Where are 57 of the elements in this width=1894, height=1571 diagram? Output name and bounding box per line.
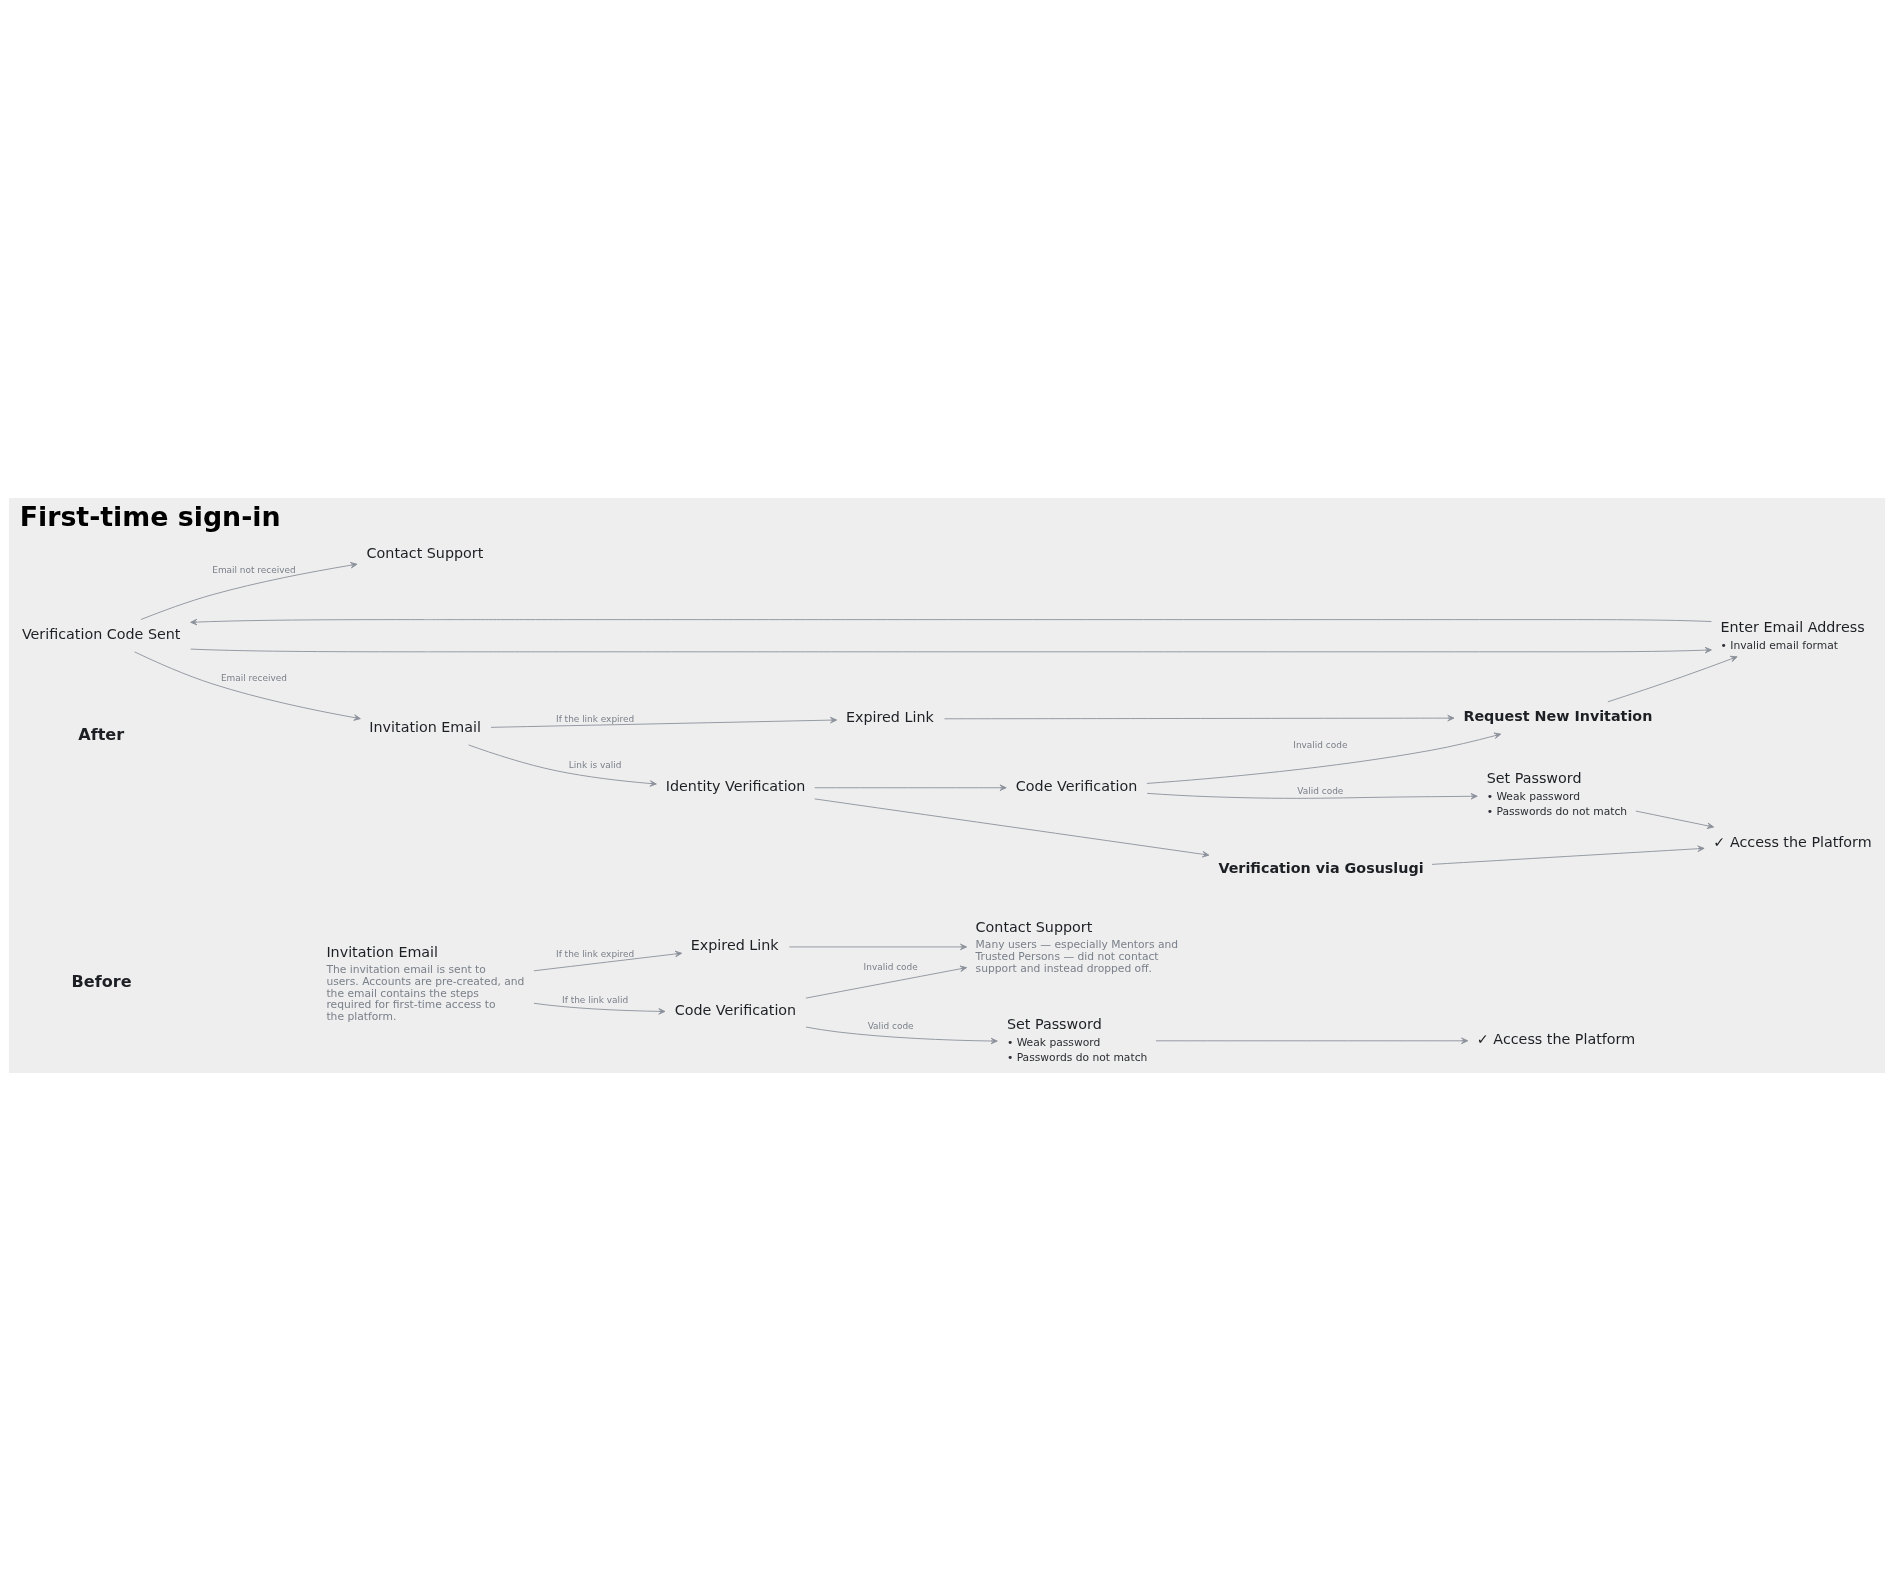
edge-label: Valid code <box>867 1021 914 1032</box>
arrow <box>140 562 358 620</box>
node-text: Verification Code Sent <box>21 626 181 643</box>
arrow <box>805 965 968 999</box>
arrow <box>1607 655 1738 703</box>
arrow <box>1635 810 1715 829</box>
edge-label: If the link valid <box>562 995 629 1006</box>
node-text: ✓ Access the Platform <box>1476 1031 1636 1048</box>
arrow <box>190 646 1712 654</box>
arrow <box>1431 845 1705 865</box>
node-label: • Passwords do not match <box>1006 1051 1148 1065</box>
diagram-title: First-time sign-in <box>19 500 281 532</box>
node-text: Code Verification <box>674 1001 797 1018</box>
node-text: Verification via Gosuslugi <box>1218 860 1424 877</box>
arrow <box>944 714 1455 722</box>
arrow <box>533 950 683 972</box>
node-label: The invitation email is sent to users. Accounts are pre-created, and the email contains the steps required for first-time access to the platform. <box>326 963 525 1023</box>
arrow <box>789 943 968 951</box>
node-label: • Passwords do not match <box>1486 805 1628 819</box>
node-text: Identity Verification <box>665 778 806 795</box>
edge-label: Invalid code <box>1293 739 1348 750</box>
label: After <box>78 724 125 744</box>
edge-label: Invalid code <box>863 962 918 973</box>
arrow <box>490 716 838 728</box>
node-text: Request New Invitation <box>1463 707 1653 724</box>
node-text: Set Password <box>1486 770 1582 787</box>
arrow <box>805 1026 998 1045</box>
node-text: ✓ Access the Platform <box>1713 833 1872 850</box>
node-label: • Invalid email format <box>1720 638 1839 652</box>
edge-label: Valid code <box>1297 786 1344 796</box>
arrow <box>814 784 1007 791</box>
label: Before <box>71 971 132 991</box>
arrow <box>1146 732 1502 784</box>
node-text: Enter Email Address <box>1720 618 1865 635</box>
arrow <box>1146 792 1478 800</box>
edge-label: Link is valid <box>568 760 622 771</box>
node-text: Invitation Email <box>326 943 439 960</box>
node-text: Expired Link <box>845 709 934 726</box>
node-label: • Weak password <box>1006 1035 1101 1049</box>
node-label: • Weak password <box>1486 789 1581 803</box>
node-text: Contact Support <box>366 544 484 561</box>
arrow <box>468 744 657 787</box>
node-text: Expired Link <box>690 937 779 954</box>
arrow <box>814 798 1210 858</box>
arrow <box>533 1002 666 1015</box>
node-text: Code Verification <box>1015 778 1138 795</box>
node-label: Many users — especially Mentors and Trusted Persons — did not contact support and instead dropped off. <box>975 938 1179 975</box>
arrow <box>1155 1037 1469 1045</box>
node-text: Set Password <box>1006 1016 1102 1032</box>
arrow <box>190 618 1712 626</box>
edge-label: Email received <box>220 673 287 684</box>
edge-label: If the link expired <box>556 714 635 725</box>
edge-label: If the link expired <box>556 948 635 959</box>
node-text: Contact Support <box>975 918 1093 935</box>
arrow <box>134 651 361 721</box>
edge-label: Email not received <box>212 565 296 576</box>
node-text: Invitation Email <box>369 719 481 736</box>
